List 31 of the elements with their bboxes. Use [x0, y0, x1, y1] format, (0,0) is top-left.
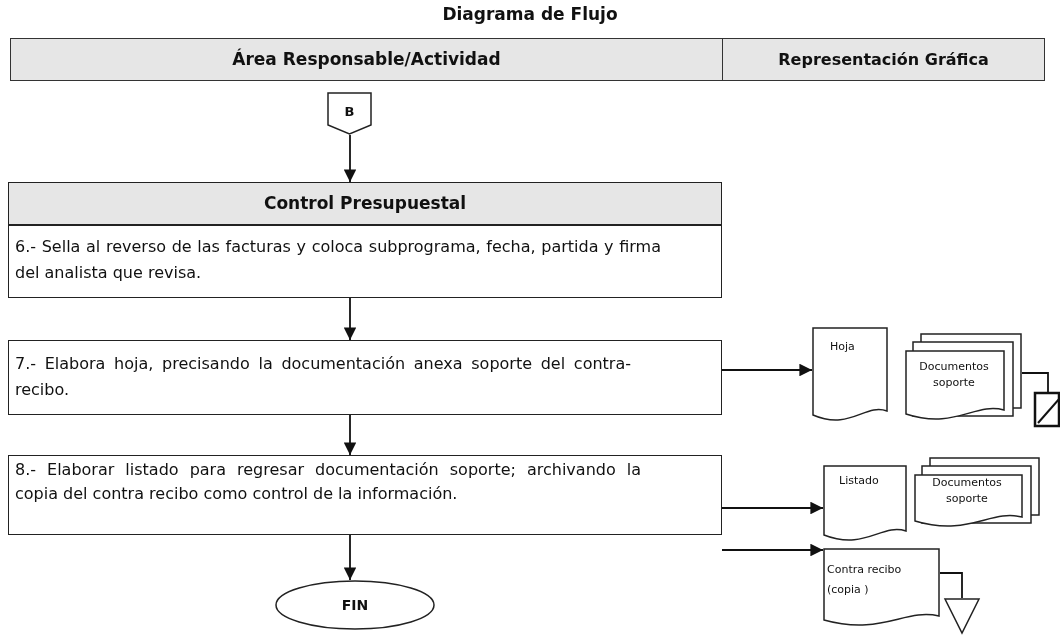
table-header-cell-text: Representación Gráfica [777, 48, 990, 71]
arrow [343, 534, 357, 581]
connector-line [939, 572, 963, 599]
node-text: B [344, 103, 355, 121]
diagram-title: Diagrama de Flujo [441, 3, 619, 26]
archive-triangle [944, 598, 980, 634]
archive-symbol [1034, 392, 1060, 427]
arrow [721, 501, 824, 515]
activity-box [8, 225, 722, 298]
activity-box [8, 340, 722, 415]
connector-line [1021, 372, 1049, 393]
node-text: 8.- Elaborar listado para regresar documentación soporte; archivando la copia del contra recibo como control de la información. [15, 460, 641, 503]
node-text: Control Presupuestal [263, 191, 467, 215]
arrow [343, 134, 357, 183]
arrow [343, 297, 357, 341]
arrow [721, 363, 813, 377]
off-page-connector [327, 92, 372, 135]
table-header-cell: Área Responsable/Actividad [11, 39, 723, 80]
node-text: 7.- Elabora hoja, precisando la documentación anexa soporte del contra-recibo. [15, 354, 631, 399]
arrow [721, 543, 824, 557]
node-text: 6.- Sella al reverso de las facturas y coloca subprograma, fecha, partida y firma del analista que revisa. [15, 237, 661, 282]
activity-box [8, 455, 722, 535]
terminator-ellipse [275, 580, 435, 630]
node-text: Documentos soporte [919, 360, 989, 389]
area-header [8, 182, 722, 225]
arrow [343, 414, 357, 456]
node-text: FIN [341, 595, 369, 615]
node-text: Hoja [830, 340, 855, 353]
node-text: Documentos soporte [932, 476, 1002, 505]
node-text: Listado [839, 474, 879, 487]
node-text: Contra recibo (copia ) [827, 563, 902, 596]
